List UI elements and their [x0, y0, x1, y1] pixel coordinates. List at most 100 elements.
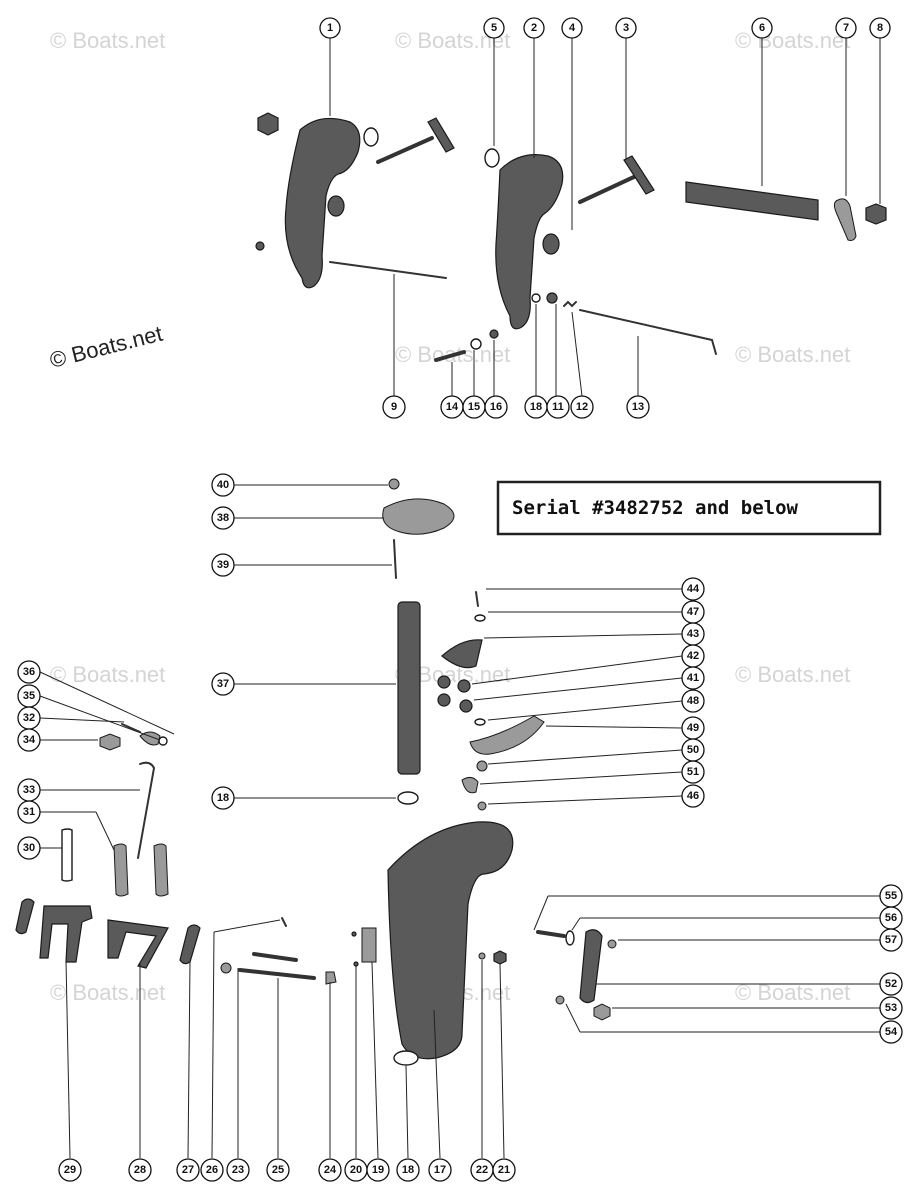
callout-21[interactable]: 21 — [492, 1158, 516, 1182]
callout-label: 17 — [434, 1164, 446, 1176]
callout-18b[interactable]: 18 — [211, 786, 235, 810]
callout-label: 2 — [531, 22, 537, 34]
callout-54[interactable]: 54 — [879, 1020, 903, 1044]
callout-12[interactable]: 12 — [570, 395, 594, 419]
watermark-text: © Boats.net — [50, 662, 165, 687]
callout-14[interactable]: 14 — [440, 395, 464, 419]
callout-17[interactable]: 17 — [428, 1158, 452, 1182]
callout-42[interactable]: 42 — [681, 644, 705, 668]
callout-6[interactable]: 6 — [751, 17, 773, 39]
callout-23[interactable]: 23 — [226, 1158, 250, 1182]
callout-label: 50 — [687, 744, 699, 756]
link-part — [179, 924, 201, 965]
callout-40[interactable]: 40 — [211, 473, 235, 497]
callout-label: 55 — [885, 890, 897, 902]
callout-36[interactable]: 36 — [17, 660, 41, 684]
callout-label: 29 — [64, 1164, 76, 1176]
callout-53[interactable]: 53 — [879, 996, 903, 1020]
callout-2[interactable]: 2 — [523, 17, 545, 39]
callout-7[interactable]: 7 — [835, 17, 857, 39]
callout-32[interactable]: 32 — [17, 706, 41, 730]
bolt-part — [536, 930, 566, 938]
callout-label: 48 — [687, 695, 699, 707]
callout-22[interactable]: 22 — [470, 1158, 494, 1182]
bolt-part — [99, 733, 121, 751]
callout-label: 20 — [350, 1164, 362, 1176]
pivot-pin-part — [329, 261, 447, 279]
callout-label: 25 — [272, 1164, 284, 1176]
o-ring-part — [363, 127, 379, 147]
callout-8[interactable]: 8 — [869, 17, 891, 39]
watermark-text: © Boats.net — [735, 662, 850, 687]
screw-part — [475, 591, 479, 607]
callout-29[interactable]: 29 — [58, 1158, 82, 1182]
callout-35[interactable]: 35 — [17, 684, 41, 708]
callout-31[interactable]: 31 — [17, 800, 41, 824]
link-part — [15, 898, 35, 935]
callout-50[interactable]: 50 — [681, 738, 705, 762]
spring-part — [153, 843, 169, 897]
callout-15[interactable]: 15 — [462, 395, 486, 419]
callout-3[interactable]: 3 — [615, 17, 637, 39]
callout-51[interactable]: 51 — [681, 760, 705, 784]
callout-28[interactable]: 28 — [128, 1158, 152, 1182]
callout-19[interactable]: 19 — [366, 1158, 390, 1182]
callout-label: 41 — [687, 672, 699, 684]
clamp-screw-part — [376, 136, 434, 164]
callout-5[interactable]: 5 — [483, 17, 505, 39]
callout-33[interactable]: 33 — [17, 778, 41, 802]
callout-27[interactable]: 27 — [176, 1158, 200, 1182]
nut-part — [607, 939, 617, 949]
callout-label: 53 — [885, 1002, 897, 1014]
callout-30[interactable]: 30 — [17, 836, 41, 860]
callout-37[interactable]: 37 — [211, 672, 235, 696]
callout-label: 15 — [468, 401, 480, 413]
callout-43[interactable]: 43 — [681, 622, 705, 646]
callout-57[interactable]: 57 — [879, 928, 903, 952]
callout-label: 24 — [324, 1164, 337, 1176]
shift-lever-part — [39, 905, 93, 963]
callout-41[interactable]: 41 — [681, 666, 705, 690]
washer-part — [474, 614, 486, 622]
callout-11[interactable]: 11 — [546, 395, 570, 419]
callout-label: 18 — [530, 401, 542, 413]
callout-label: 1 — [327, 22, 333, 34]
callout-20[interactable]: 20 — [344, 1158, 368, 1182]
callout-label: 26 — [206, 1164, 218, 1176]
callout-46[interactable]: 46 — [681, 784, 705, 808]
callout-25[interactable]: 25 — [266, 1158, 290, 1182]
callout-4[interactable]: 4 — [561, 17, 583, 39]
callout-34[interactable]: 34 — [17, 728, 41, 752]
callout-48[interactable]: 48 — [681, 689, 705, 713]
callout-47[interactable]: 47 — [681, 600, 705, 624]
callout-38[interactable]: 38 — [211, 506, 235, 530]
throttle-lever-part — [107, 919, 169, 969]
callout-49[interactable]: 49 — [681, 716, 705, 740]
callout-44[interactable]: 44 — [681, 577, 705, 601]
swivel-tube-part — [397, 601, 421, 775]
callout-18[interactable]: 18 — [524, 395, 548, 419]
clip-part — [461, 776, 479, 794]
callout-52[interactable]: 52 — [879, 972, 903, 996]
callout-16[interactable]: 16 — [484, 395, 508, 419]
bushing-part — [437, 693, 451, 707]
upper-assembly — [255, 112, 887, 362]
callout-18c[interactable]: 18 — [396, 1158, 420, 1182]
callout-label: 57 — [885, 934, 897, 946]
callout-24[interactable]: 24 — [318, 1158, 342, 1182]
callout-56[interactable]: 56 — [879, 906, 903, 930]
leader-lines — [39, 38, 881, 1159]
callout-13[interactable]: 13 — [626, 395, 650, 419]
callout-1[interactable]: 1 — [319, 17, 341, 39]
lock-washer-part — [833, 198, 857, 241]
swivel-pad-part — [542, 233, 560, 255]
callout-label: 49 — [687, 722, 699, 734]
clamp-bracket-part — [284, 117, 361, 289]
pin-part — [252, 952, 298, 962]
callout-26[interactable]: 26 — [200, 1158, 224, 1182]
callout-55[interactable]: 55 — [879, 884, 903, 908]
callout-39[interactable]: 39 — [211, 553, 235, 577]
callout-9[interactable]: 9 — [382, 395, 406, 419]
clamp-bracket-part — [495, 154, 564, 330]
